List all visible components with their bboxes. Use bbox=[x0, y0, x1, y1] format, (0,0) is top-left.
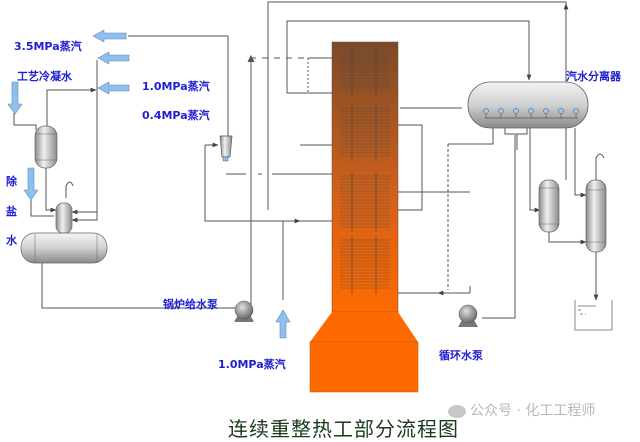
deaerator-vent bbox=[65, 181, 74, 198]
label-desalted-3: 水 bbox=[6, 234, 17, 247]
cont-blowdown bbox=[574, 128, 585, 196]
bfw-arrowhead bbox=[247, 54, 255, 63]
vent-hook bbox=[595, 153, 605, 180]
label-desalted-1: 除 bbox=[6, 175, 17, 188]
label-desalted-2: 盐 bbox=[6, 205, 17, 218]
blowdown-tank bbox=[585, 179, 607, 253]
bfw-suction bbox=[41, 262, 236, 309]
coil-bank-1 bbox=[340, 50, 390, 96]
circulation-pump bbox=[458, 304, 478, 327]
steam-35-line bbox=[128, 35, 229, 140]
label-circulation-pump: 循环水泵 bbox=[439, 349, 483, 362]
circ-suction bbox=[482, 135, 516, 319]
downcomer-box bbox=[504, 128, 528, 135]
arrow-steam-35 bbox=[92, 29, 127, 43]
blowdown-line bbox=[529, 128, 538, 211]
coil-crossover bbox=[390, 124, 423, 211]
desuperheater bbox=[219, 135, 233, 162]
radiant-section bbox=[331, 41, 399, 313]
coil-bank-3 bbox=[340, 172, 390, 232]
watermark: 公众号 · 化工工程师 bbox=[448, 400, 595, 420]
label-steam-drum: 汽水分离器 bbox=[566, 70, 621, 83]
coil-bank-2 bbox=[340, 104, 390, 162]
drum-internal-nozzles bbox=[483, 108, 579, 118]
label-steam-10-bottom: 1.0MPa蒸汽 bbox=[218, 358, 286, 371]
diagram-title: 连续重整热工部分流程图 bbox=[228, 417, 459, 441]
convection-coils bbox=[340, 50, 390, 294]
drum-to-deaerator bbox=[45, 168, 54, 211]
label-steam-10-top: 1.0MPa蒸汽 bbox=[142, 80, 210, 93]
drum-vent-line bbox=[46, 89, 94, 128]
watermark-text: 公众号 · 化工工程师 bbox=[470, 403, 596, 419]
nozzle bbox=[573, 108, 579, 114]
deaerator bbox=[20, 202, 108, 264]
condensate-line bbox=[13, 113, 37, 130]
drum-to-tank bbox=[548, 232, 586, 243]
arrow-steam-04 bbox=[97, 81, 130, 95]
flow-arrows bbox=[7, 29, 291, 339]
steam-drum bbox=[467, 81, 589, 129]
furnace bbox=[309, 41, 419, 393]
coil-bank-4 bbox=[340, 236, 390, 294]
desalted-feed bbox=[30, 198, 54, 217]
label-steam-04: 0.4MPa蒸汽 bbox=[142, 109, 210, 122]
wechat-icon bbox=[448, 404, 466, 418]
nozzle bbox=[498, 108, 504, 114]
nozzle bbox=[528, 108, 534, 114]
boiler-feed-pump bbox=[234, 300, 254, 322]
piping bbox=[13, 1, 605, 319]
arrow-desalted-water bbox=[23, 167, 39, 201]
desuperheater-feed bbox=[204, 145, 268, 222]
nozzle bbox=[558, 108, 564, 114]
label-steam-35: 3.5MPa蒸汽 bbox=[14, 40, 82, 53]
arrow-condensate bbox=[7, 81, 23, 115]
nozzle bbox=[483, 108, 489, 114]
arrow-steam-10-top bbox=[97, 51, 130, 65]
nozzle bbox=[513, 108, 519, 114]
nozzle bbox=[543, 108, 549, 114]
label-process-condensate: 工艺冷凝水 bbox=[17, 70, 72, 83]
steam-header bbox=[75, 60, 98, 221]
drum-inlet-line bbox=[286, 20, 532, 93]
condensate-drum bbox=[34, 125, 58, 169]
furnace-firebox bbox=[309, 341, 419, 393]
sump bbox=[574, 300, 613, 331]
label-boiler-feed-pump: 锅炉给水泵 bbox=[163, 298, 218, 311]
furnace-hood bbox=[310, 312, 418, 342]
blowdown-drum bbox=[538, 179, 560, 233]
arrow-steam-10-bottom bbox=[275, 309, 291, 339]
